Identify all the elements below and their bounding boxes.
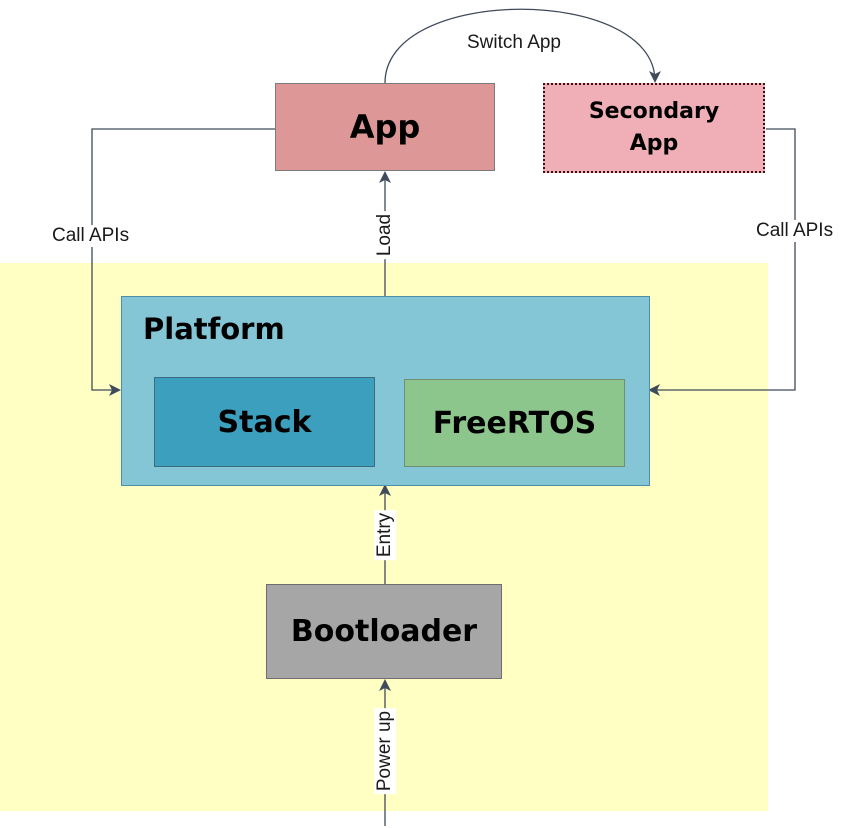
freertos-node: FreeRTOS [404, 379, 625, 467]
stack-node: Stack [154, 377, 375, 467]
stack-label: Stack [217, 404, 312, 440]
power-up-label: Power up [374, 707, 396, 795]
platform-label: Platform [143, 312, 285, 346]
load-label: Load [374, 210, 396, 260]
secondary-app-label: Secondary App [588, 99, 720, 156]
entry-label-wrap: Entry [345, 509, 425, 561]
load-label-wrap: Load [345, 210, 425, 260]
bootloader-label: Bootloader [290, 614, 478, 649]
call-apis-left-arrow [91, 128, 275, 396]
switch-app-label: Switch App [467, 32, 561, 54]
app-label: App [349, 108, 421, 146]
switch-app-arrow [384, 8, 661, 84]
call-apis-right-label: Call APIs [756, 220, 834, 242]
secondary-app-node: Secondary App [543, 83, 765, 173]
app-node: App [275, 83, 495, 171]
freertos-label: FreeRTOS [432, 405, 597, 441]
bootloader-node: Bootloader [266, 584, 502, 679]
power-up-label-wrap: Power up [335, 707, 435, 795]
entry-label: Entry [373, 509, 396, 561]
call-apis-right-arrow [648, 128, 796, 396]
call-apis-left-label: Call APIs [52, 225, 130, 247]
